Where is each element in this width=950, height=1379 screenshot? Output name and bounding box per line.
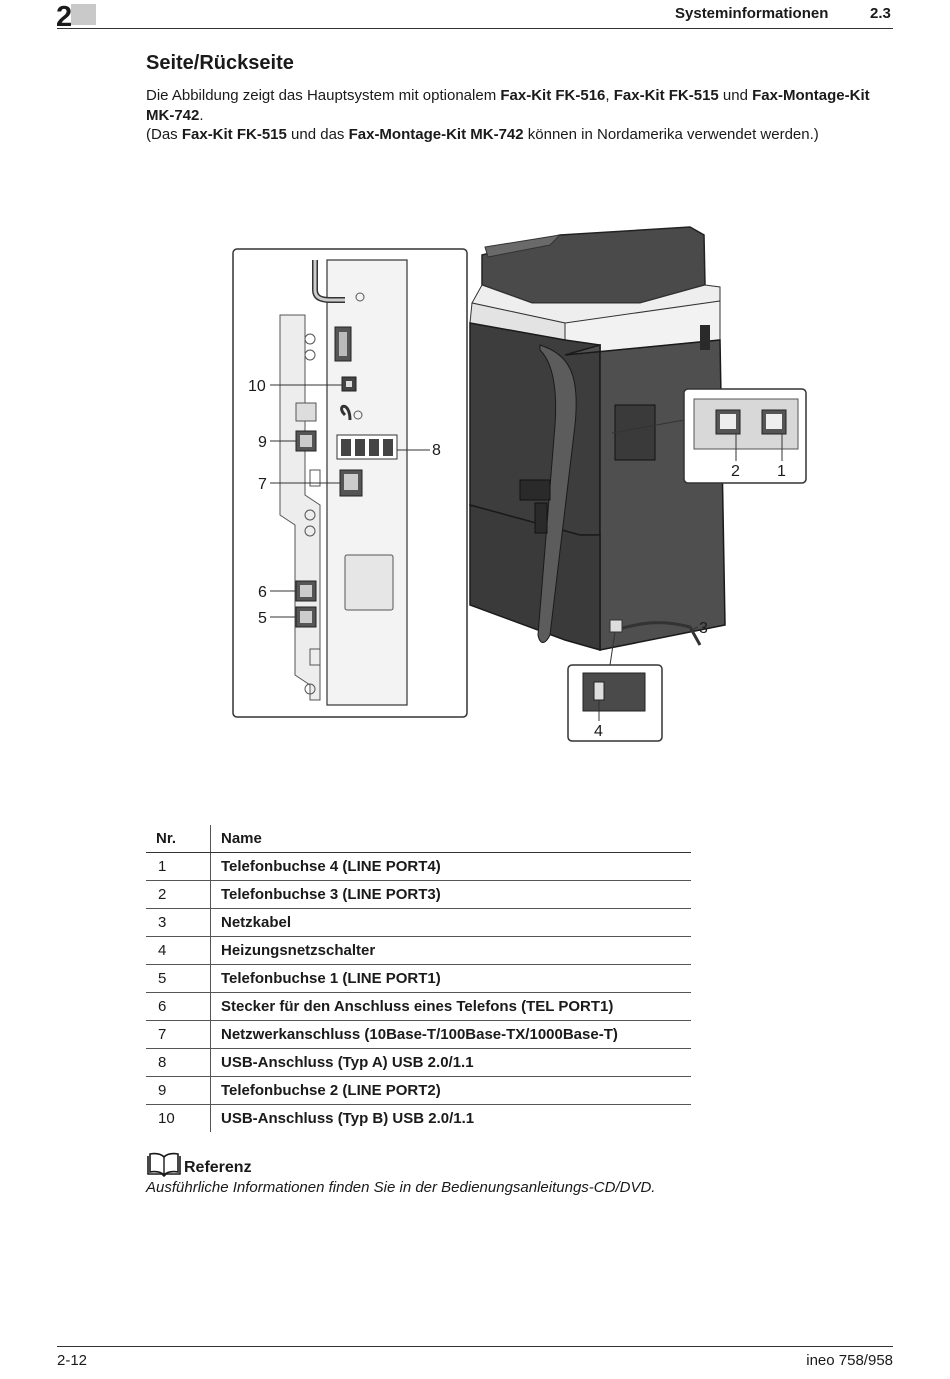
callout-4: 4	[594, 723, 603, 740]
row-nr: 6	[146, 992, 211, 1021]
page-number: 2-12	[57, 1352, 88, 1369]
callout-6: 6	[258, 584, 267, 601]
page-title: Seite/Rückseite	[146, 52, 294, 74]
intro-line-2: (Das Fax-Kit FK-515 und das Fax-Montage-…	[146, 126, 819, 143]
chapter-tab	[57, 4, 96, 25]
rear-view-illustration: 10 9 7 6 5 8 2 1 3 4	[232, 226, 807, 742]
row-nr: 8	[146, 1048, 211, 1077]
row-name: Stecker für den Anschluss eines Telefons…	[210, 992, 691, 1021]
rear-view-figure: 10 9 7 6 5 8 2 1 3 4	[220, 205, 820, 755]
header-divider	[57, 28, 893, 29]
footer-divider	[57, 1346, 893, 1347]
row-nr: 10	[146, 1104, 211, 1132]
callout-5: 5	[258, 610, 267, 627]
table-header-row: Nr. Name	[146, 825, 691, 853]
reference-note: Referenz Ausführliche Informationen find…	[146, 1152, 846, 1196]
column-header-name: Name	[210, 825, 691, 853]
row-nr: 9	[146, 1076, 211, 1105]
intro-text: Die Abbildung zeigt das Hauptsystem mit …	[146, 86, 896, 145]
row-name: Heizungsnetzschalter	[210, 936, 691, 965]
row-name: USB-Anschluss (Typ B) USB 2.0/1.1	[221, 1110, 475, 1127]
row-name: USB-Anschluss (Typ A) USB 2.0/1.1	[210, 1048, 691, 1077]
intro-line-1: Die Abbildung zeigt das Hauptsystem mit …	[146, 87, 870, 124]
column-header-nr: Nr.	[146, 825, 211, 853]
row-name: Telefonbuchse 2 (LINE PORT2)	[210, 1076, 691, 1105]
callout-9: 9	[258, 434, 267, 451]
section-title: Systeminformationen	[675, 5, 829, 22]
reference-heading: Referenz	[146, 1152, 846, 1178]
connector-panel-inset	[232, 248, 468, 718]
row-name: Telefonbuchse 4 (LINE PORT4)	[210, 852, 691, 881]
row-nr: 2	[146, 880, 211, 909]
callout-8: 8	[432, 442, 441, 459]
machine-body	[469, 226, 726, 651]
row-name: Netzkabel	[210, 908, 691, 937]
callout-1: 1	[777, 463, 786, 480]
product-name: ineo 758/958	[806, 1352, 893, 1369]
chapter-number: 2	[56, 1, 73, 33]
callout-2: 2	[731, 463, 740, 480]
row-name: Telefonbuchse 3 (LINE PORT3)	[210, 880, 691, 909]
callout-7: 7	[258, 476, 267, 493]
line-port-inset	[611, 388, 807, 484]
row-nr: 7	[146, 1020, 211, 1049]
table-row: 10 USB-Anschluss (Typ B) USB 2.0/1.1	[146, 1104, 691, 1132]
section-number: 2.3	[870, 5, 891, 22]
row-nr: 4	[146, 936, 211, 965]
callout-3: 3	[699, 620, 708, 637]
row-nr: 1	[146, 852, 211, 881]
reference-text: Ausführliche Informationen finden Sie in…	[146, 1179, 656, 1196]
reference-title: Referenz	[184, 1159, 252, 1176]
callout-10: 10	[248, 378, 266, 395]
book-icon	[147, 1152, 181, 1178]
power-switch-inset	[567, 626, 699, 742]
row-name: Telefonbuchse 1 (LINE PORT1)	[210, 964, 691, 993]
row-name: Netzwerkanschluss (10Base-T/100Base-TX/1…	[210, 1020, 691, 1049]
row-nr: 3	[146, 908, 211, 937]
row-nr: 5	[146, 964, 211, 993]
